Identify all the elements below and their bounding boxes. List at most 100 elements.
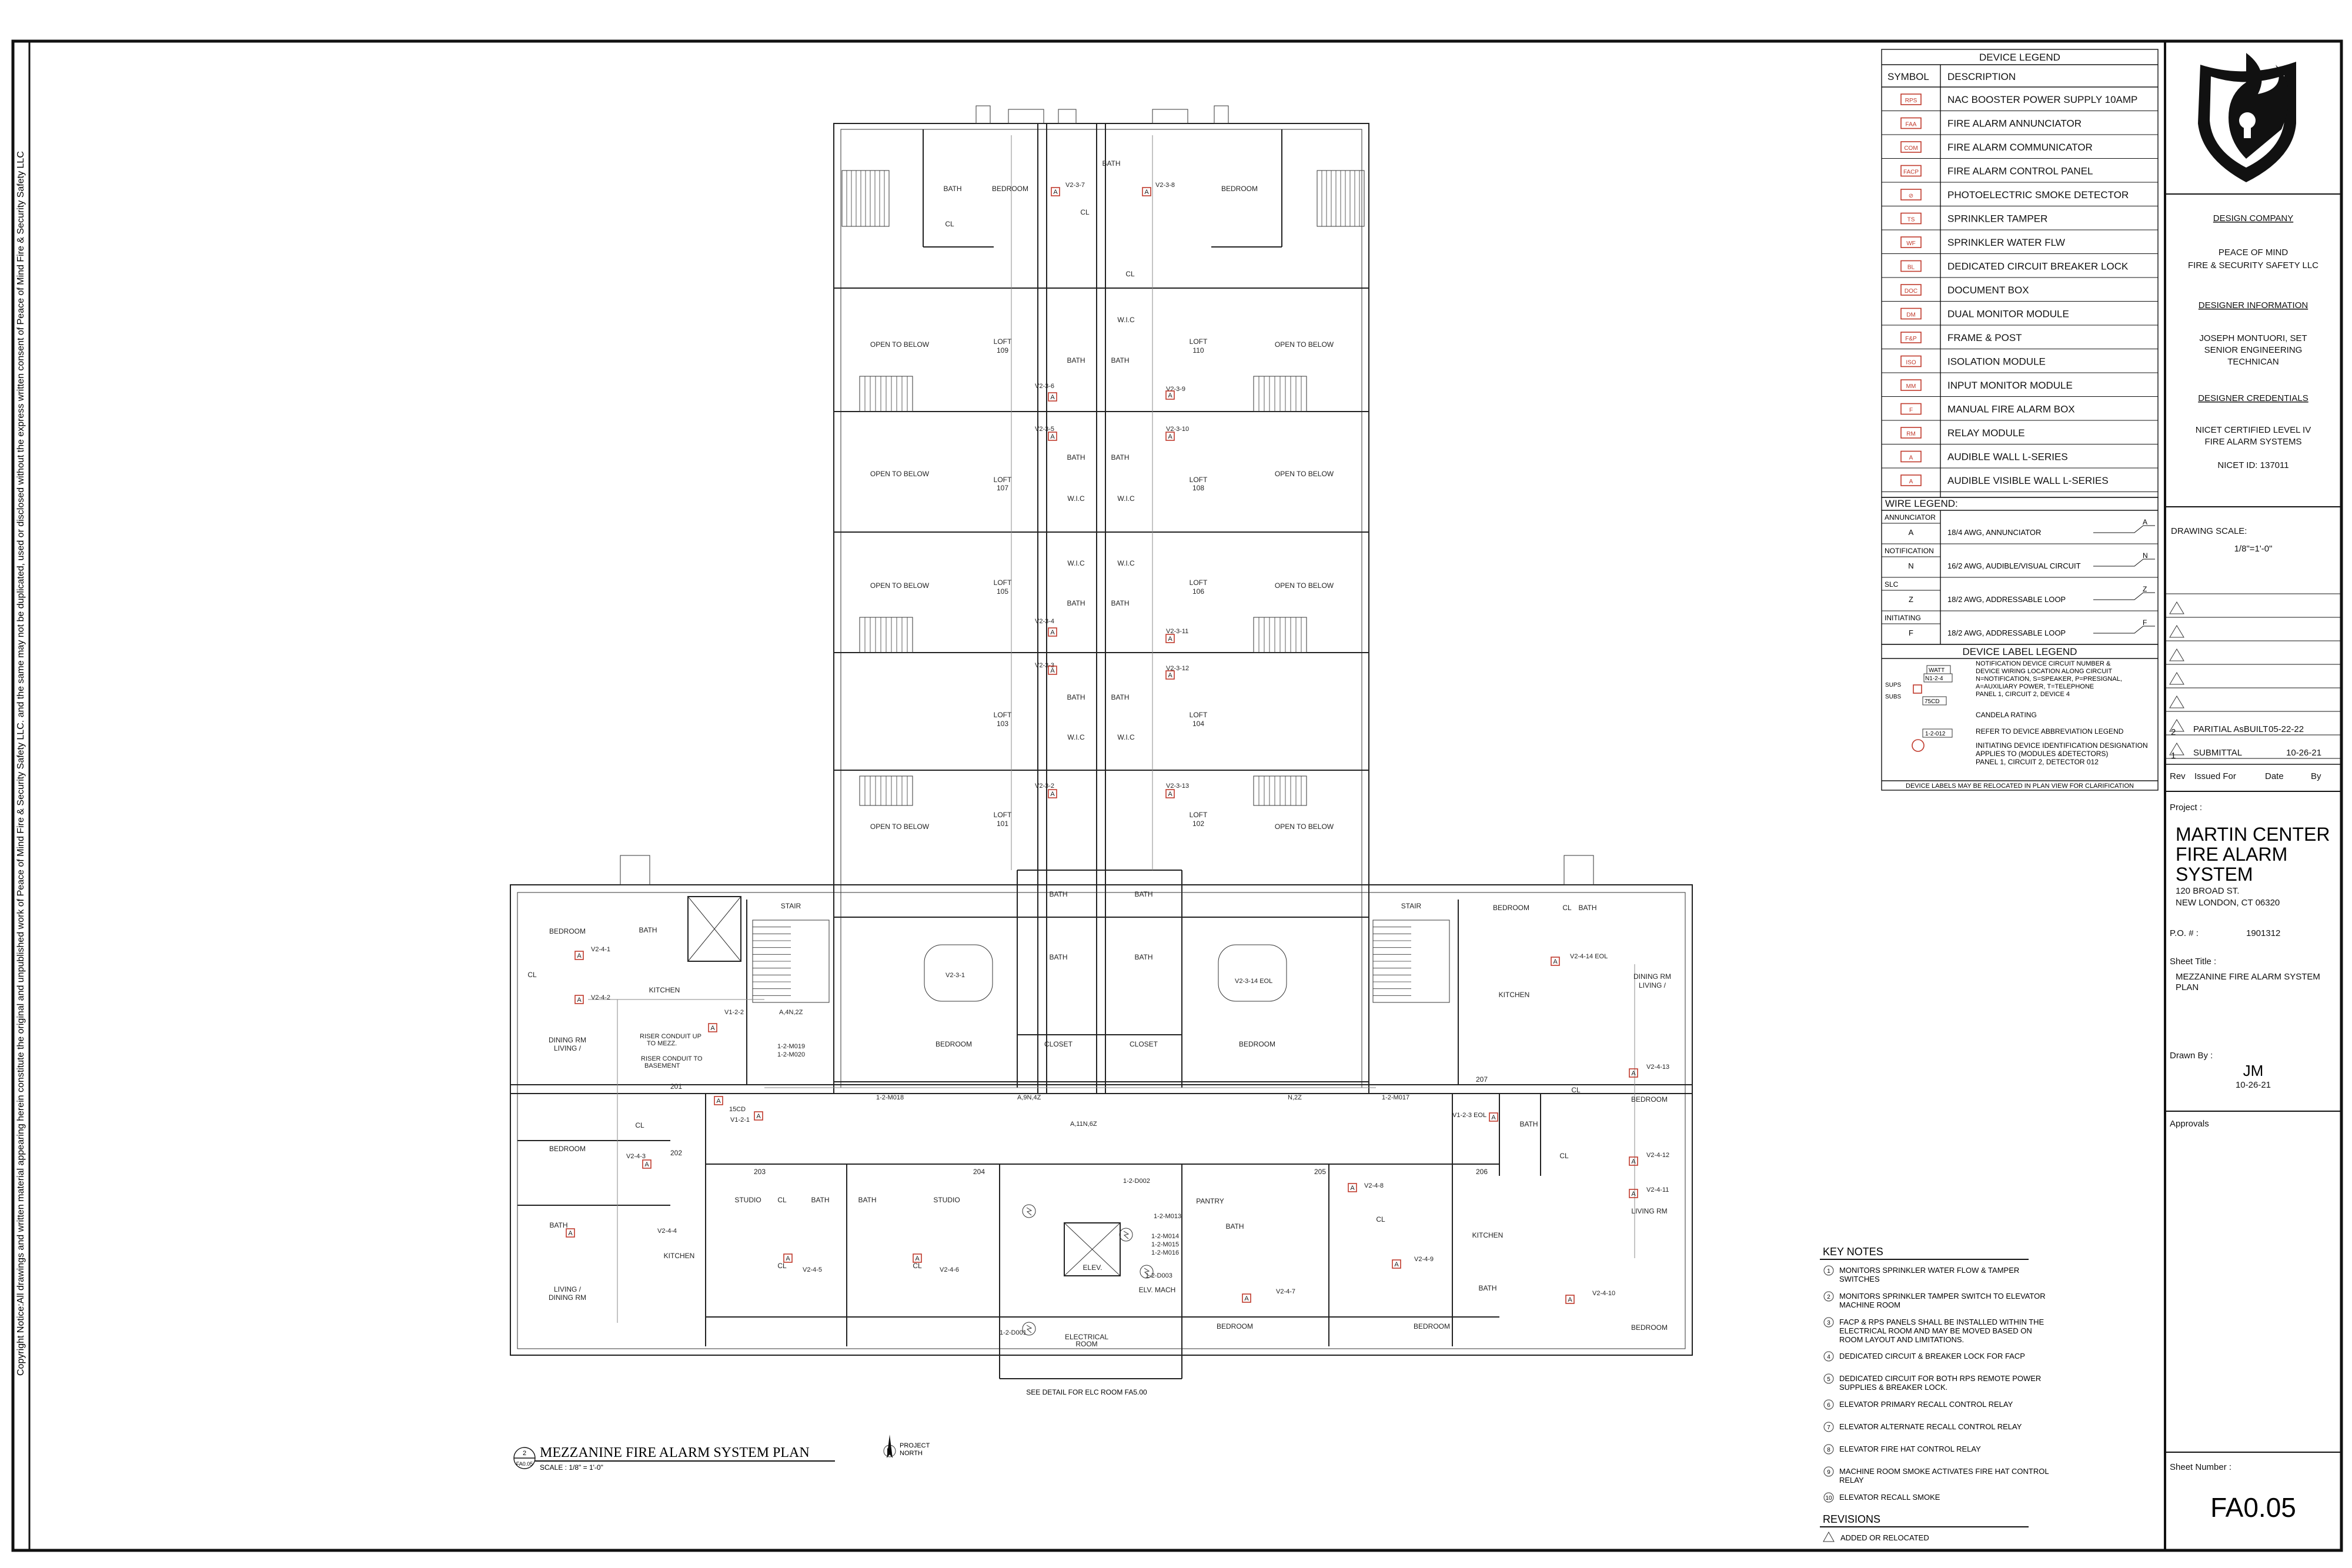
label-note-line: DEVICE WIRING LOCATION ALONG CIRCUIT <box>1976 668 2112 675</box>
revision-triangle-icon <box>2169 672 2184 685</box>
legend-description: DUAL MONITOR MODULE <box>1947 309 2069 320</box>
company-line-2: FIRE & SECURITY SAFETY LLC <box>2188 260 2318 270</box>
device-label: 1-2-M016 <box>1151 1249 1179 1256</box>
device-label: N,2Z <box>1288 1094 1302 1101</box>
device-label: V2-4-7 <box>1276 1288 1295 1295</box>
legend-symbol-text: MM <box>1906 383 1916 390</box>
legend-description: FIRE ALARM CONTROL PANEL <box>1947 166 2093 177</box>
audible-visible-device-icon <box>1165 432 1175 441</box>
room-label: BATH <box>1519 1120 1538 1128</box>
keynote-number: 7 <box>1827 1425 1830 1431</box>
room-label: CL <box>1562 904 1572 912</box>
room-label: BEDROOM <box>1217 1322 1253 1330</box>
project-line-3: SYSTEM <box>2176 864 2253 885</box>
north-arrow-icon: N <box>883 1435 896 1458</box>
av-device-mark: A <box>1168 433 1172 440</box>
room-label: CL <box>1125 270 1135 278</box>
rev-row-1-date: 10-26-21 <box>2286 748 2321 758</box>
keynote-line-1: ELEVATOR RECALL SMOKE <box>1839 1493 1940 1502</box>
legend-symbol-text: A <box>1909 479 1913 485</box>
device-label: A,11N,6Z <box>1070 1121 1097 1128</box>
av-device-mark: A <box>1350 1185 1355 1192</box>
room-label: BATH <box>811 1196 829 1204</box>
sheet-border <box>11 39 2343 1552</box>
keynote-line-2: RELAY <box>1839 1476 1864 1485</box>
room-label: BEDROOM <box>549 1145 586 1153</box>
legend-symbol-text: FAA <box>1906 122 1917 128</box>
room-label: BATH <box>1102 159 1120 168</box>
audible-visible-device-icon <box>1629 1156 1638 1166</box>
init-note-2: APPLIES TO (MODULES &DETECTORS) <box>1976 750 2108 758</box>
legend-col-symbol: SYMBOL <box>1887 71 1929 82</box>
room-label: STAIR <box>1401 902 1422 910</box>
legend-symbol-text: BL <box>1907 265 1915 271</box>
device-label: V2-3-4 <box>1035 618 1054 625</box>
room-label: KITCHEN <box>1499 991 1530 999</box>
company-line-1: PEACE OF MIND <box>2219 248 2288 258</box>
wire-group: NOTIFICATION <box>1885 547 1934 555</box>
plan-title-block: 2 FA0.05 MEZZANINE FIRE ALARM SYSTEM PLA… <box>513 1388 1147 1472</box>
audible-visible-device-icon <box>1392 1259 1401 1269</box>
device-label: 1-2-M018 <box>876 1094 904 1101</box>
legend-symbol-text: COM <box>1904 145 1917 152</box>
device-label: V2-4-9 <box>1414 1256 1434 1263</box>
room-label: LIVING / <box>1639 981 1666 989</box>
av-device-mark: A <box>1168 672 1172 679</box>
room-label: W.I.C <box>1117 559 1135 567</box>
room-label: OPEN TO BELOW <box>1275 581 1334 590</box>
room-label: BATH <box>1049 953 1067 961</box>
address-line-2: NEW LONDON, CT 06320 <box>2176 898 2280 908</box>
keynote-number-icon <box>1823 1291 1834 1302</box>
room-label: CLOSET <box>1130 1040 1158 1048</box>
room-label: CL <box>913 1262 922 1270</box>
legend-symbol-text: WF <box>1906 240 1916 247</box>
device-label: V1-2-3 EOL <box>1452 1112 1486 1119</box>
room-label: PANTRY <box>1196 1197 1224 1205</box>
room-label: BEDROOM <box>1414 1322 1450 1330</box>
room-label: 101 <box>997 820 1008 828</box>
device-label: V2-4-12 <box>1646 1152 1669 1159</box>
smoke-detector-icon <box>1022 1322 1036 1336</box>
room-label: BATH <box>1225 1222 1244 1231</box>
room-label: ELECTRICAL <box>1065 1333 1108 1341</box>
detail-sheet: FA0.05 <box>516 1461 533 1467</box>
av-device-mark: A <box>786 1255 790 1262</box>
room-label: BATH <box>1134 953 1152 961</box>
rev-col-rev: Rev <box>2170 771 2186 781</box>
svg-text:N: N <box>887 1447 892 1455</box>
abbrev-note: REFER TO DEVICE ABBREVIATION LEGEND <box>1976 727 2124 735</box>
av-device-mark: A <box>1168 392 1172 399</box>
legend-description: DEDICATED CIRCUIT BREAKER LOCK <box>1947 261 2129 272</box>
room-label: 104 <box>1192 720 1204 728</box>
room-label: KITCHEN <box>664 1252 695 1260</box>
av-device-mark: A <box>568 1230 573 1237</box>
device-label: V2-3-3 <box>1035 662 1054 669</box>
revisions-title: REVISIONS <box>1823 1513 1880 1525</box>
device-label: V2-4-6 <box>940 1266 959 1273</box>
room-label: OPEN TO BELOW <box>870 340 930 349</box>
device-label: V2-3-2 <box>1035 783 1054 790</box>
rev-row-2-date: 05-22-22 <box>2269 724 2304 734</box>
audible-visible-device-icon <box>1048 392 1057 402</box>
legend-symbol-text: ISO <box>1906 360 1916 366</box>
keynote-number: 8 <box>1827 1447 1830 1453</box>
sheet-title-line-2: PLAN <box>2176 982 2199 992</box>
legend-symbol-text: F&P <box>1905 336 1917 342</box>
keynote-line-3: ROOM LAYOUT AND LIMITATIONS. <box>1839 1335 1964 1344</box>
legend-symbol-text: DOC <box>1905 288 1917 295</box>
north-label-2: NORTH <box>900 1450 923 1457</box>
legend-description: SPRINKLER TAMPER <box>1947 213 2047 225</box>
device-label: V2-4-13 <box>1646 1064 1669 1071</box>
keynote-line-1: DEDICATED CIRCUIT FOR BOTH RPS REMOTE PO… <box>1839 1374 2041 1383</box>
device-label: V1-2-1 <box>730 1116 750 1124</box>
keynote-number-icon <box>1823 1399 1834 1410</box>
rev-col-by: By <box>2311 771 2321 781</box>
keynote-line-2: MACHINE ROOM <box>1839 1300 1900 1309</box>
design-company-heading: DESIGN COMPANY <box>2213 213 2293 223</box>
key-notes-title: KEY NOTES <box>1823 1246 1883 1258</box>
stair-cloud <box>1218 944 1287 1002</box>
device-label-legend: DEVICE LABEL LEGEND DEVICE LABELS MAY BE… <box>1881 644 2159 791</box>
